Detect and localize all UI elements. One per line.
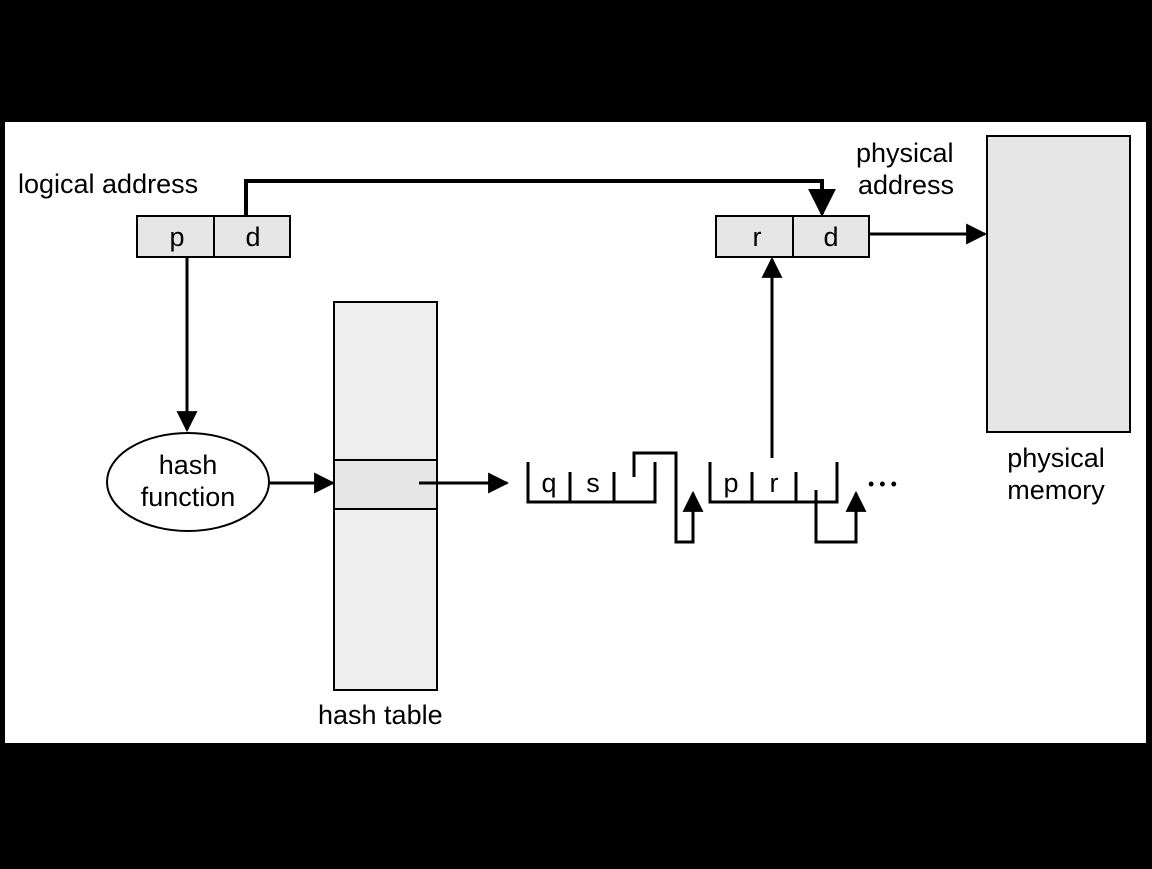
chain-ellipsis: • • • [868,474,897,494]
hash-function-node: hash function [106,432,270,532]
chain-node-2: p r [708,462,839,504]
hash-function-label-line1: hash [159,450,218,480]
logical-offset-field: d [245,222,260,252]
chain-node-1: q s [526,462,657,504]
physical-memory-label-line2: memory [1007,475,1105,505]
physical-memory-block [986,135,1131,433]
physical-address-box: r d [715,215,870,258]
physical-memory-label-line1: physical [1007,443,1105,473]
logical-address-box: p d [136,215,291,258]
physical-frame-field: r [753,222,762,252]
physical-address-label-line1: physical [856,138,954,168]
chain-link-2-onward [814,490,867,544]
physical-offset-field: d [823,222,838,252]
hash-table-label: hash table [318,700,443,730]
logical-page-field: p [169,222,184,252]
chain-node-2-page: p [723,468,738,498]
hash-function-label-line2: function [141,482,236,512]
offset-copy-arrow [244,179,836,217]
physical-address-label-line2: address [858,170,954,200]
chain-node-2-frame: r [770,468,779,498]
chain-link-1-to-2 [632,451,704,544]
chain-node-1-page: q [541,468,556,498]
hash-table [333,301,438,691]
logical-address-label: logical address [18,169,198,199]
chain-node-1-frame: s [586,468,600,498]
